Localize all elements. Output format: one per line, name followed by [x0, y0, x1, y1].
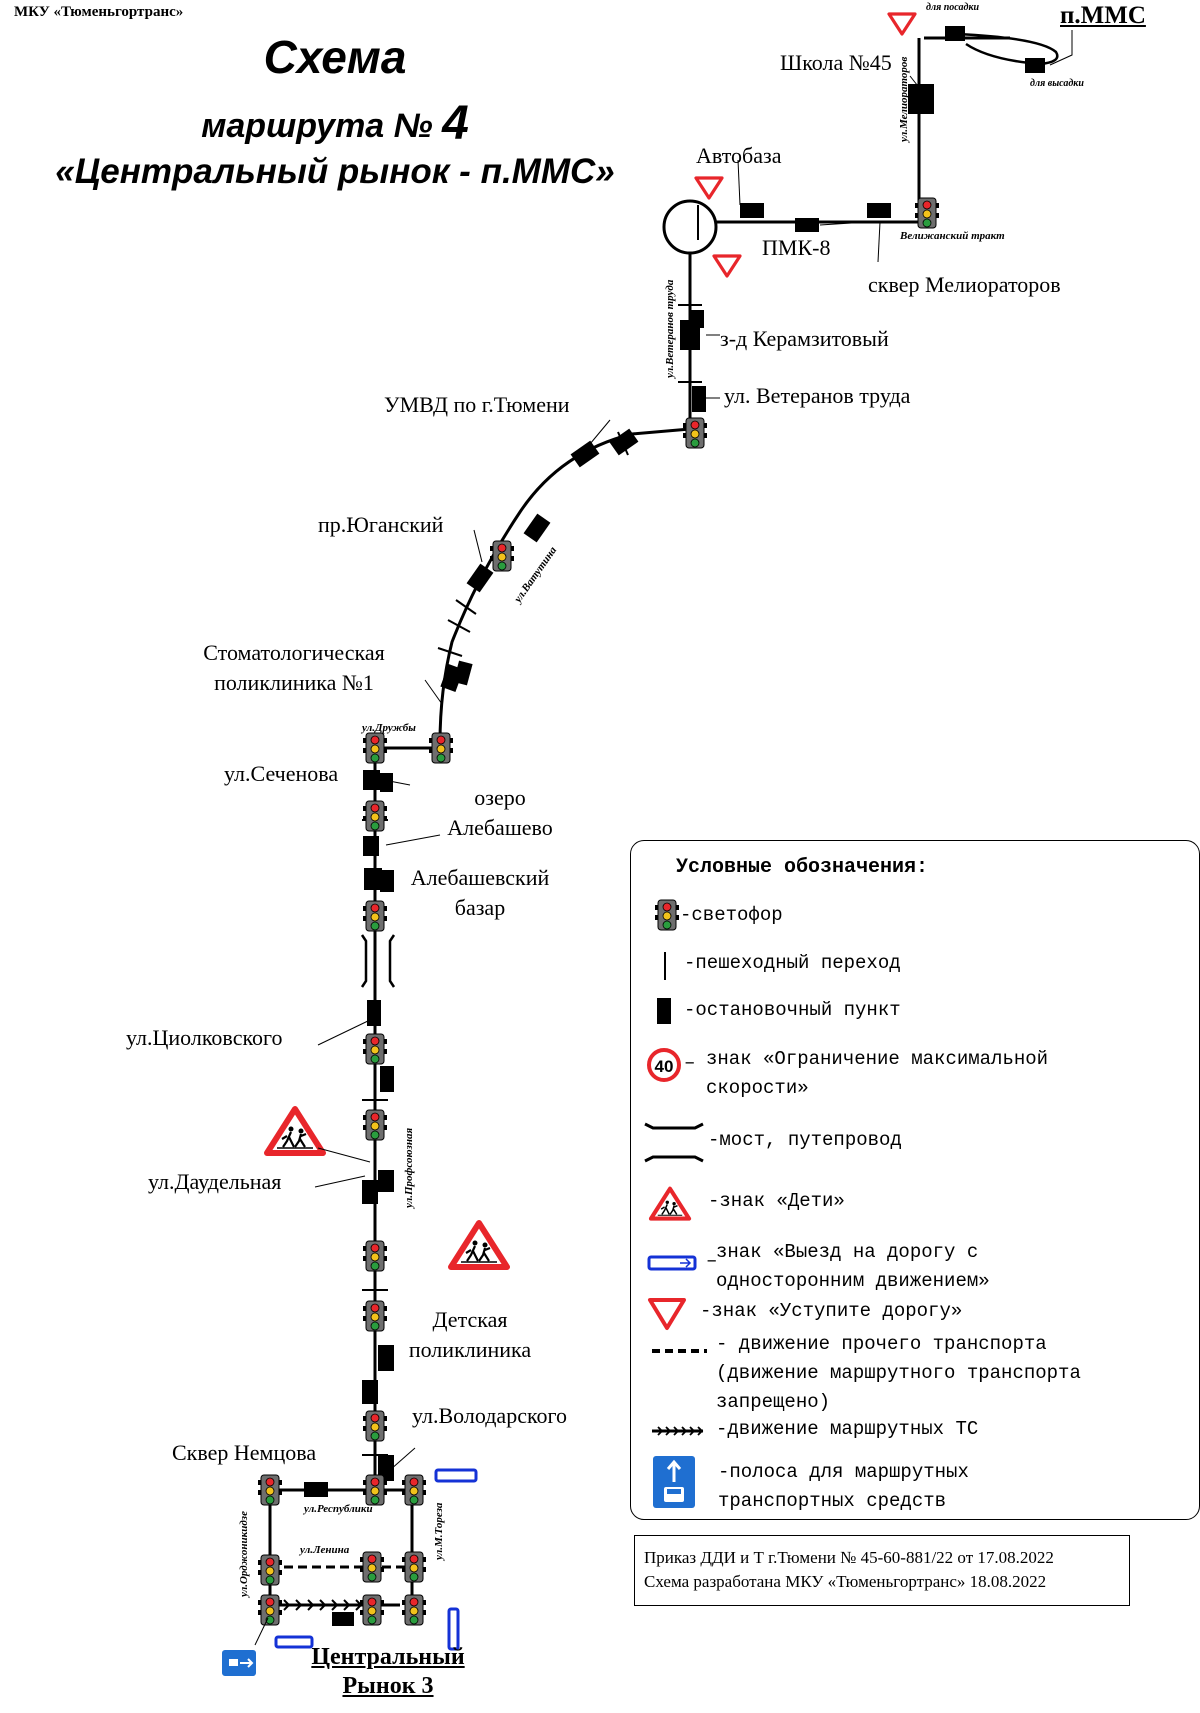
stop-label-avtobaza: Автобаза — [696, 143, 782, 168]
legend-other-2: (движение маршрутного транспорта — [716, 1362, 1081, 1384]
street-velizh: Велижанский тракт — [900, 230, 1005, 242]
stop-label-bazar: Алебашевский базар — [395, 863, 565, 923]
stop-label-umvd: УМВД по г.Тюмени — [384, 392, 570, 417]
legend-other-1: - движение прочего транспорта — [716, 1333, 1047, 1355]
legend-symbols: 40 — [644, 899, 707, 1508]
legend-other-traffic: - движение прочего транспорта (движение м… — [716, 1330, 1186, 1417]
stop-label-nemtsova: Сквер Немцова — [172, 1440, 317, 1465]
street-profsoyuznaya: ул.Профсоюзная — [403, 1127, 415, 1208]
legend-route: -движение маршрутных ТС — [716, 1418, 979, 1440]
legend-title: Условные обозначения: — [676, 856, 929, 879]
legend-traffic-light: -светофор — [680, 904, 783, 926]
legend-oneway-dash: – — [706, 1250, 718, 1272]
legend-children: -знак «Дети» — [708, 1190, 845, 1212]
legend-speed: знак «Ограничение максимальной скорости» — [706, 1045, 1186, 1103]
callout-lines — [254, 30, 1073, 1646]
roundabout-icon — [662, 199, 718, 255]
legend-speed-1: знак «Ограничение максимальной — [706, 1048, 1049, 1070]
street-melioratorov: ул.Мелиораторов — [898, 56, 910, 142]
street-toreza: ул.М.Тореза — [433, 1502, 445, 1560]
stop-label-stomatology-2: поликлиника №1 — [214, 670, 374, 695]
stop-label-pmk: ПМК-8 — [762, 235, 831, 260]
organization-name: МКУ «Тюменьгортранс» — [14, 4, 184, 20]
street-veteranov: ул.Ветеранов труда — [664, 279, 676, 378]
stop-label-volodarskogo: ул.Володарского — [412, 1403, 568, 1428]
legend-stop: -остановочный пункт — [684, 999, 901, 1021]
legend-bridge: -мост, путепровод — [708, 1129, 902, 1151]
boarding-note: для посадки — [926, 2, 980, 13]
stop-label-tsiolkovsky: ул.Циолковского — [126, 1025, 283, 1050]
terminus-north: п.ММС — [1060, 2, 1146, 29]
page-title: Схема — [263, 31, 407, 83]
stop-label-sechenova: ул.Сеченова — [224, 761, 339, 786]
route-prefix: маршрута № — [201, 107, 443, 145]
legend-oneway-1: знак «Выезд на дорогу с — [716, 1241, 979, 1263]
legend-bus-2: транспортных средств — [718, 1490, 947, 1512]
stop-label-ozero-2: Алебашево — [447, 815, 553, 840]
legend-oneway-2: односторонним движением» — [716, 1270, 990, 1292]
bridge-icon — [360, 934, 396, 988]
terminus-south-2: Рынок 3 — [342, 1673, 434, 1699]
stop-label-veteranov: ул. Ветеранов труда — [724, 383, 911, 408]
stop-label-skver-melioratorov: сквер Мелиораторов — [868, 272, 1061, 297]
legend-yield: -знак «Уступите дорогу» — [700, 1300, 963, 1322]
stop-label-yugansky: пр.Юганский — [318, 512, 444, 537]
street-druzhby: ул.Дружбы — [362, 722, 416, 734]
stop-label-stomatology-1: Стоматологическая — [203, 640, 385, 665]
street-ordzhonikidze: ул.Орджоникидзе — [238, 1511, 250, 1597]
legend-oneway: знак «Выезд на дорогу с односторонним дви… — [716, 1238, 1176, 1296]
order-box: Приказ ДДИ и Т г.Тюмени № 45-60-881/22 о… — [634, 1535, 1130, 1606]
stop-label-detskaya: Детская поликлиника — [395, 1305, 545, 1365]
stop-label-bazar-1: Алебашевский — [410, 865, 550, 890]
stop-label-ozero-1: озеро — [474, 785, 526, 810]
legend-bus-1: -полоса для маршрутных — [718, 1461, 969, 1483]
bus-lane-sign — [222, 1650, 256, 1676]
svg-text:40: 40 — [655, 1057, 674, 1076]
terminus-south-1: Центральный — [311, 1644, 465, 1670]
stop-label-daudelnaya: ул.Даудельная — [148, 1169, 282, 1194]
stop-label-keramzit: з-д Керамзитовый — [720, 326, 889, 351]
oneway-signs — [274, 1468, 478, 1651]
order-line-2: Схема разработана МКУ «Тюменьгортранс» 1… — [644, 1572, 1047, 1591]
legend-other-3: запрещено) — [716, 1391, 831, 1413]
legend-speed-dash: – — [684, 1052, 696, 1074]
stop-label-detskaya-2: поликлиника — [408, 1337, 532, 1362]
legend-crossing: -пешеходный переход — [684, 952, 901, 974]
route-name: «Центральный рынок - п.ММС» — [55, 152, 615, 191]
stop-label-bazar-2: базар — [454, 895, 506, 920]
street-respubliki: ул.Республики — [304, 1503, 373, 1515]
stop-label-school: Школа №45 — [780, 50, 892, 75]
stop-label-stomatology: Стоматологическая поликлиника №1 — [170, 638, 418, 698]
street-lenina: ул.Ленина — [300, 1544, 350, 1556]
order-line-1: Приказ ДДИ и Т г.Тюмени № 45-60-881/22 о… — [644, 1548, 1054, 1567]
route-number-line: маршрута № 4 — [0, 96, 670, 151]
route-number: 4 — [442, 97, 469, 150]
stop-markers — [304, 26, 1045, 1626]
alighting-note: для высадки — [1030, 78, 1084, 89]
stop-label-detskaya-1: Детская — [432, 1307, 508, 1332]
legend-bus-lane: -полоса для маршрутных транспортных средс… — [718, 1458, 1168, 1516]
legend-speed-2: скорости» — [706, 1077, 809, 1099]
